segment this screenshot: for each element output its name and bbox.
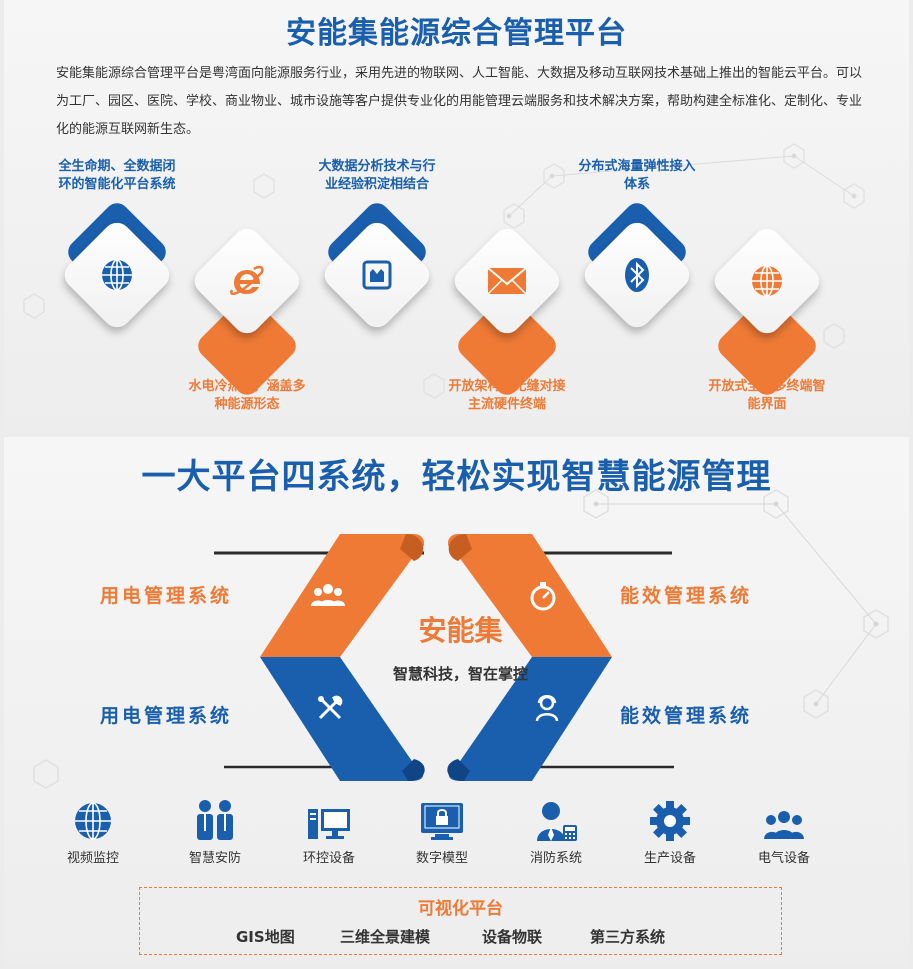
visualization-platform-box: 可视化平台 GIS地图 三维全景建模 设备物联 第三方系统	[139, 887, 782, 955]
feature-label-5: 分布式海量弹性接入 体系	[578, 159, 696, 192]
device-item-electric: 电气设备	[739, 797, 829, 866]
internet-explorer-icon	[227, 263, 267, 299]
device-label: 生产设备	[643, 851, 696, 866]
support-agent-icon	[533, 692, 563, 722]
device-item-video: 视频监控	[48, 797, 138, 866]
feature-diamond-2	[189, 223, 305, 400]
system-label-top-left: 用电管理系统	[100, 585, 233, 607]
monitor-lock-icon	[397, 797, 487, 841]
system-label-bottom-right: 能效管理系统	[620, 705, 753, 727]
bluetooth-icon	[617, 257, 657, 293]
device-label: 环控设备	[302, 851, 355, 866]
page-title: 安能集能源综合管理平台	[286, 16, 627, 51]
security-guard-icon	[170, 797, 260, 841]
platform-ribbon-graphic	[214, 534, 674, 781]
visual-item-device-iot: 设备物联	[482, 928, 543, 946]
device-label: 智慧安防	[188, 851, 241, 866]
gear-icon	[625, 797, 715, 841]
globe-icon	[48, 797, 138, 841]
app-icon	[357, 257, 397, 293]
platform-overview-panel: 安能集能源综合管理平台 安能集能源综合管理平台是粤湾面向能源服务行业，采用先进的…	[4, 0, 909, 432]
globe-icon	[97, 257, 137, 293]
feature-label-1: 全生命期、全数据闭 环的智能化平台系统	[58, 159, 176, 192]
feature-diamond-1	[59, 198, 175, 350]
globe-icon	[747, 263, 787, 299]
user-group-icon	[311, 582, 345, 610]
team-icon	[739, 797, 829, 841]
brand-name: 安能集	[418, 614, 503, 647]
system-label-top-right: 能效管理系统	[620, 585, 753, 607]
feature-diamond-5	[579, 198, 695, 350]
device-item-production: 生产设备	[625, 797, 715, 866]
feature-diamond-3	[319, 198, 435, 350]
brand-slogan: 智慧科技，智在掌控	[392, 665, 528, 683]
device-item-fire: 消防系统	[511, 797, 601, 866]
visual-item-3d-model: 三维全景建模	[340, 928, 431, 946]
mail-icon	[487, 263, 527, 299]
system-architecture-panel: 一大平台四系统，轻松实现智慧能源管理	[4, 437, 909, 965]
computer-icon	[284, 797, 374, 841]
device-label: 视频监控	[66, 851, 119, 866]
device-label: 数字模型	[415, 851, 468, 866]
tools-icon	[316, 694, 346, 724]
visualization-platform-title: 可视化平台	[418, 899, 503, 919]
visual-item-gis: GIS地图	[236, 928, 295, 946]
feature-diamond-6	[709, 223, 825, 400]
device-label: 电气设备	[757, 851, 810, 866]
intro-paragraph: 安能集能源综合管理平台是粤湾面向能源服务行业，采用先进的物联网、人工智能、大数据…	[56, 66, 863, 137]
feature-label-3: 大数据分析技术与行 业经验积淀相结合	[318, 159, 436, 192]
stopwatch-icon	[528, 581, 562, 615]
device-label: 消防系统	[529, 851, 582, 866]
device-item-digital-model: 数字模型	[397, 797, 487, 866]
device-item-security: 智慧安防	[170, 797, 260, 866]
system-label-bottom-left: 用电管理系统	[100, 705, 233, 727]
device-item-environment: 环控设备	[284, 797, 374, 866]
feature-diamond-4	[449, 223, 565, 400]
visual-item-third-party: 第三方系统	[590, 928, 666, 946]
operator-icon	[511, 797, 601, 841]
section-title: 一大平台四系统，轻松实现智慧能源管理	[141, 457, 772, 497]
